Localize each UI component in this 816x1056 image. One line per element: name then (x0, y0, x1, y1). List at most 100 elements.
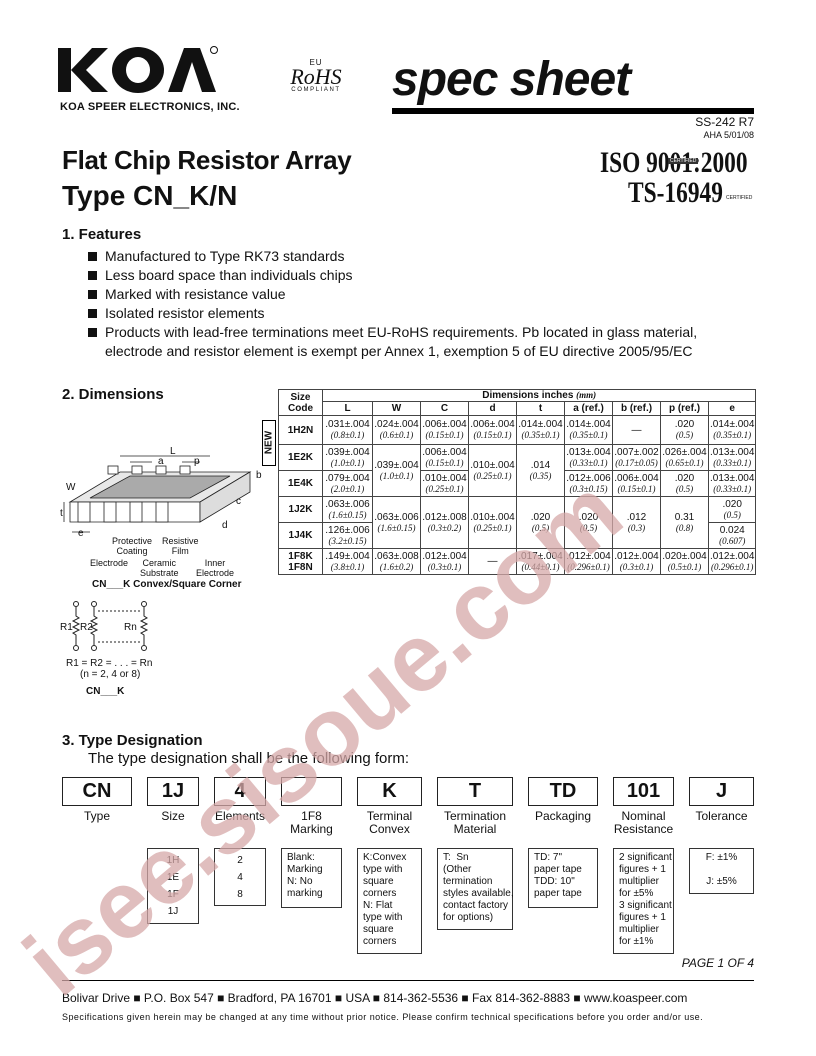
cell-w: .063±.006(1.6±0.15) (372, 496, 421, 549)
cell-value: .007±.002 (614, 446, 659, 458)
label-p: p (194, 456, 200, 467)
type-label-resistance: Nominal Resistance (613, 809, 674, 836)
cell-value: .031±.004 (325, 419, 370, 430)
cell-mm: (0.3±0.15) (569, 483, 608, 494)
table-row: 1J4K .126±.006(3.2±0.15) 0.024(0.607) (278, 522, 757, 549)
cell-b: .012(0.3) (612, 496, 661, 549)
cell-mm: (0.25±0.1) (473, 470, 512, 481)
marking-options: Blank: Marking N: No marking (281, 848, 342, 908)
label-resistive-film: Resistive Film (162, 536, 199, 556)
column-header-a: a (ref.) (564, 401, 613, 416)
ts-certification: TS-16949 (628, 176, 723, 209)
electrode-front-2 (103, 501, 117, 523)
cell-mm: (1.0±0.1) (379, 470, 414, 481)
label-w: W (66, 482, 76, 493)
type-designation-heading: 3. Type Designation (62, 732, 203, 749)
ts-certified-tag: CERTIFIED (726, 195, 753, 201)
cell-mm: (0.35±0.1) (569, 430, 608, 440)
size-code: 1J2K (278, 496, 323, 523)
cell-p: 0.31(0.8) (660, 496, 709, 549)
rohs-eu: EU (309, 58, 323, 67)
element-options: 2 4 8 (214, 848, 266, 906)
cell-mm: (0.5) (531, 522, 550, 533)
resistor-r2 (89, 607, 99, 645)
rohs-compliant: COMPLIANT (291, 87, 341, 93)
cell-value: .006±.004 (614, 472, 659, 484)
cell-value: .013±.004 (710, 446, 755, 458)
circuit-n-values: (n = 2, 4 or 8) (80, 669, 141, 680)
type-label-type: Type (83, 809, 110, 823)
type-label-elements: Elements (214, 809, 266, 823)
cell-value: .020 (530, 511, 551, 523)
label-ceramic-substrate: Ceramic Substrate (140, 558, 179, 578)
cell-mm: (0.25±0.1) (473, 522, 512, 533)
footer-rule (62, 980, 754, 981)
cell-mm: (0.3±0.1) (427, 561, 462, 572)
cell-mm: (0.8±0.1) (330, 430, 365, 440)
cell-c: .012±.008(0.3±0.2) (420, 496, 469, 549)
cell-value: .014±.004 (566, 419, 611, 430)
rohs-mark: RoHS (290, 64, 342, 89)
column-header-l: L (322, 401, 373, 416)
spec-sheet-title: spec sheet (392, 53, 631, 106)
cell-c: .006±.004(0.15±0.1) (420, 415, 469, 445)
product-title: Flat Chip Resistor Array (62, 145, 352, 175)
chip-side-face (199, 471, 251, 523)
cell-value: .013±.004 (710, 472, 755, 484)
cell-value: .079±.004 (325, 472, 370, 484)
label-t: t (60, 508, 63, 519)
cell-l: .063±.006(1.6±0.15) (322, 496, 373, 523)
label-d: d (222, 520, 228, 531)
packaging-options: TD: 7" paper tape TDD: 10" paper tape (528, 848, 598, 908)
label-c: c (236, 496, 241, 507)
cell-value: .010±.004 (470, 459, 515, 471)
cell-value: .012±.004 (614, 550, 659, 562)
cell-value: .020 (722, 498, 742, 510)
electrode-top-4 (179, 465, 191, 475)
size-code: 1E4K (278, 470, 323, 497)
features-list: Manufactured to Type RK73 standards Less… (88, 247, 697, 361)
cell-value: .063±.006 (374, 511, 419, 523)
label-inner-electrode: Inner Electrode (196, 558, 235, 578)
cell-mm: (1.6±0.15) (377, 522, 416, 533)
cell-value: .012±.004 (566, 550, 611, 562)
type-label-marking: 1F8 Marking (290, 809, 333, 836)
size-code-n: 1F8N (288, 561, 313, 573)
cell-value: .014±.004 (710, 419, 755, 430)
chip-coating (89, 475, 231, 499)
cell-p: .020(0.5) (660, 415, 709, 445)
circuit-caption: CN___K (86, 686, 125, 697)
cell-value: .026±.004 (662, 446, 707, 458)
cell-value: .012±.006 (566, 472, 611, 484)
feature-item: Products with lead-free terminations mee… (88, 323, 697, 342)
cell-d: — (468, 548, 517, 575)
column-header-e: e (707, 401, 757, 416)
cell-value: .149±.004 (325, 550, 370, 562)
feature-item: Manufactured to Type RK73 standards (88, 247, 697, 266)
features-heading: 1. Features (62, 226, 142, 243)
label-a: a (158, 456, 164, 467)
page-number: PAGE 1 OF 4 (681, 956, 754, 970)
cell-mm: (0.8) (675, 522, 694, 533)
dimensions-heading: 2. Dimensions (62, 386, 164, 403)
cell-a: .014±.004(0.35±0.1) (564, 415, 613, 445)
chip-drawing: a L p b W t c d e (60, 446, 262, 539)
cell-e: .013±.004(0.33±0.1) (707, 470, 757, 497)
cell-mm: (1.6±0.2) (379, 561, 414, 572)
company-name: KOA SPEER ELECTRONICS, INC. (60, 101, 240, 113)
size-code-k: 1F8K (288, 550, 313, 562)
cell-mm: (0.3±0.1) (619, 561, 654, 572)
cell-b: — (612, 415, 661, 445)
cell-d: .006±.004(0.15±0.1) (468, 415, 517, 445)
cell-c: .006±.004(0.15±0.1) (420, 444, 469, 471)
footer-address: Bolivar Drive ■ P.O. Box 547 ■ Bradford,… (62, 991, 688, 1005)
electrode-front-1 (77, 501, 91, 523)
cell-mm: (0.15±0.1) (425, 457, 464, 468)
column-header-t: t (516, 401, 565, 416)
table-row: 1E4K .079±.004(2.0±0.1) .010±.004(0.25±0… (278, 470, 757, 497)
type-designation-intro: The type designation shall be the follow… (88, 750, 410, 767)
type-label-termination: Termination Material (443, 809, 507, 836)
type-box-size: 1J (147, 777, 199, 806)
cell-value: .020 (674, 419, 695, 430)
cell-mm: (0.65±0.1) (665, 457, 704, 468)
